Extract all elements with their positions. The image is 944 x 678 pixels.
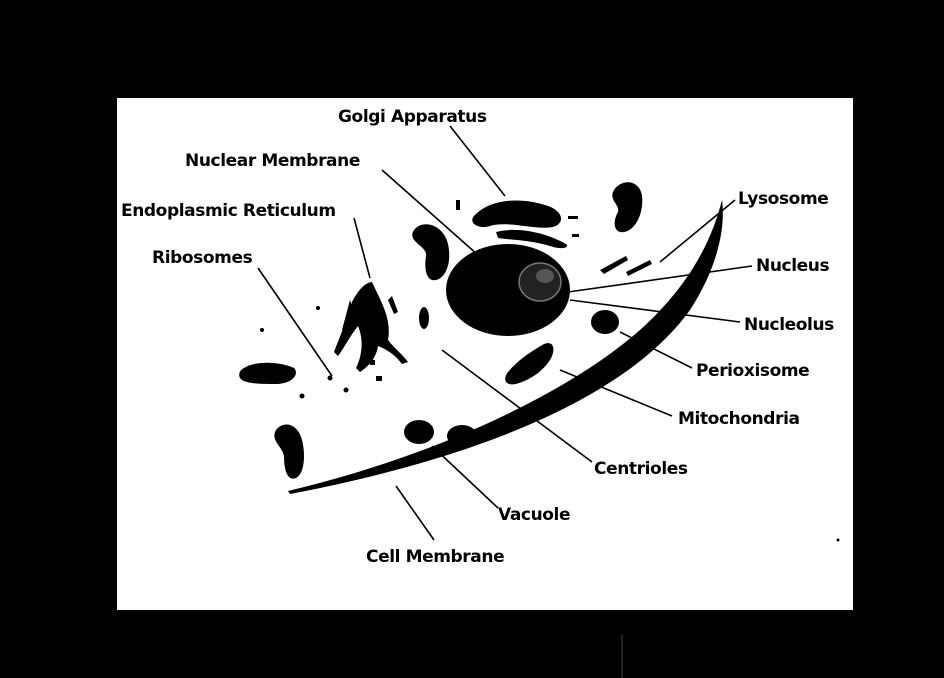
stray-dot [837,539,840,542]
label-mitochondria: Mitochondria [678,409,800,429]
small-organelle [419,307,429,329]
label-cell-membrane: Cell Membrane [366,547,504,567]
label-vacuole: Vacuole [498,505,570,525]
label-perioxisome: Perioxisome [696,361,809,381]
vacuole-shape-1 [404,420,434,444]
perioxisome-shape [591,310,619,334]
label-nucleus: Nucleus [756,256,829,276]
nucleolus-highlight [536,269,554,283]
nucleolus-shape [519,263,561,301]
label-golgi-apparatus: Golgi Apparatus [338,107,487,127]
label-lysosome: Lysosome [738,189,828,209]
label-nuclear-membrane: Nuclear Membrane [185,151,360,171]
slide-panel [117,98,853,610]
label-endoplasmic-reticulum: Endoplasmic Reticulum [121,201,336,221]
label-nucleolus: Nucleolus [744,315,834,335]
vacuole-shape-2 [447,425,477,447]
label-ribosomes: Ribosomes [152,248,253,268]
label-centrioles: Centrioles [594,459,688,479]
